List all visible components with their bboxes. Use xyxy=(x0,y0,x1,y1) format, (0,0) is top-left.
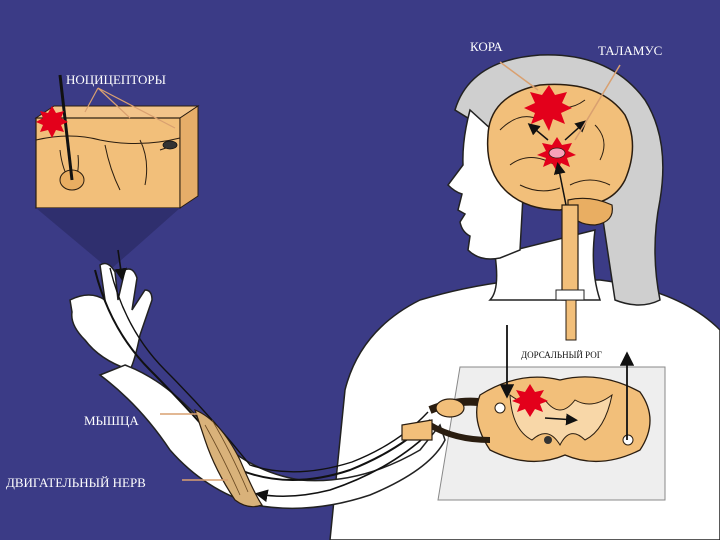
muscle-fibres xyxy=(204,419,249,496)
cortex-label: КОРА xyxy=(470,39,503,54)
ventral-horn-neuron xyxy=(544,436,552,444)
cortex-pain-burst xyxy=(524,85,572,131)
dorsal-horn-pain-burst xyxy=(512,384,548,417)
sensory-nerve-2 xyxy=(109,267,429,473)
skin-block-front xyxy=(35,117,181,209)
ascending-pathway xyxy=(553,162,567,206)
motor-nerve-label: ДВИГАТЕЛЬНЫЙ НЕРВ xyxy=(6,475,146,490)
hair-shaft xyxy=(58,74,74,181)
ventral-root xyxy=(428,422,491,443)
vertebra-marker xyxy=(555,289,585,301)
hand-down-arrow xyxy=(114,249,127,282)
motor-nerve-path xyxy=(254,431,431,503)
receptor-ending xyxy=(162,140,178,150)
nociceptor-pain-burst xyxy=(36,106,68,138)
spinal-nerve xyxy=(401,419,433,441)
thalamus-cortex-arrow-left xyxy=(527,123,549,141)
tract-right xyxy=(622,434,634,446)
spinal-cord xyxy=(561,204,579,301)
spinal-cord-lower xyxy=(565,299,577,341)
nociceptor-leader-lines xyxy=(84,87,176,129)
thalamus-leader-line xyxy=(574,64,621,141)
thalamus-label: ТАЛАМУС xyxy=(598,43,663,58)
dorsal-column-left xyxy=(494,402,506,414)
nociceptors-label: НОЦИЦЕПТОРЫ xyxy=(66,72,166,87)
reflex-arrow xyxy=(544,413,578,426)
zoom-projection xyxy=(36,208,180,270)
skin-block-side xyxy=(179,105,199,209)
forearm-muscle xyxy=(194,408,263,508)
thalamus-cortex-arrow-right xyxy=(564,119,588,141)
cortex-leader-line xyxy=(499,61,539,91)
dorsal-root-ganglion xyxy=(435,398,465,418)
muscle-label: МЫШЦА xyxy=(84,413,139,428)
thalamus-nucleus xyxy=(548,147,566,159)
dorsal-horn-label: ДОРСАЛЬНЫЙ РОГ xyxy=(521,350,602,360)
